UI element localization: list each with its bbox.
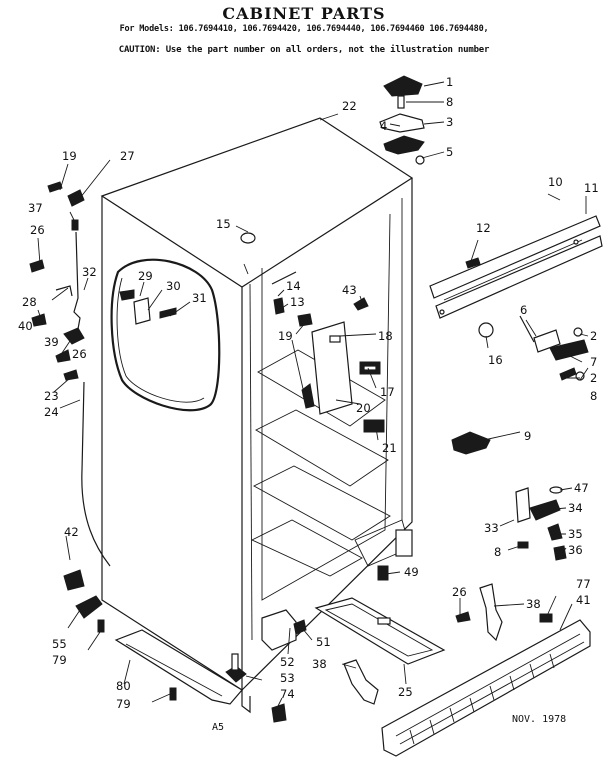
callout-29: 29: [138, 269, 153, 283]
callout-8b: 8: [590, 389, 597, 403]
print-date: NOV. 1978: [512, 714, 566, 725]
callout-26: 26: [30, 223, 45, 237]
callout-4: 4: [380, 119, 387, 133]
caution-note: CAUTION: Use the part number on all orde…: [118, 45, 490, 55]
right-hinge-parts: [478, 315, 589, 381]
callout-74: 74: [280, 687, 295, 701]
drain-fitting: [451, 431, 491, 455]
top-hinge-assembly: [379, 75, 425, 165]
callout-79b: 79: [116, 697, 131, 711]
lower-hinge-parts: [515, 486, 567, 561]
callout-41: 41: [576, 593, 591, 607]
callout-6: 6: [520, 303, 527, 317]
page-code: A5: [212, 722, 224, 733]
callout-18: 18: [378, 329, 393, 343]
callout-55: 55: [52, 637, 67, 651]
callout-37: 37: [28, 201, 43, 215]
callout-38: 38: [526, 597, 541, 611]
callout-14: 14: [286, 279, 301, 293]
callout-26b: 26: [72, 347, 87, 361]
callout-49: 49: [404, 565, 419, 579]
callout-51: 51: [316, 635, 331, 649]
bottom-right-parts: [381, 583, 591, 757]
drain-tube: [73, 231, 111, 567]
callout-31: 31: [192, 291, 207, 305]
callout-19b: 19: [278, 329, 293, 343]
callout-11: 11: [584, 181, 599, 195]
callout-35: 35: [568, 527, 583, 541]
callout-9: 9: [524, 429, 531, 443]
callout-36: 36: [568, 543, 583, 557]
callout-16: 16: [488, 353, 503, 367]
callout-27: 27: [120, 149, 135, 163]
callout-52: 52: [280, 655, 295, 669]
callout-33: 33: [484, 521, 499, 535]
callout-79: 79: [52, 653, 67, 667]
callout-40: 40: [18, 319, 33, 333]
callout-labels: 1 8 3 4 5 22 19 27 37 26 32 28 29 30 31 …: [18, 75, 599, 733]
callout-21: 21: [382, 441, 397, 455]
callout-77: 77: [576, 577, 591, 591]
callout-32: 32: [82, 265, 97, 279]
bottom-left-parts: [63, 569, 247, 705]
callout-12: 12: [476, 221, 491, 235]
callout-39: 39: [44, 335, 59, 349]
liner-gasket: [110, 258, 221, 412]
callout-43: 43: [342, 283, 357, 297]
callout-7: 7: [590, 355, 597, 369]
callout-17: 17: [380, 385, 395, 399]
callout-13: 13: [290, 295, 305, 309]
callout-1: 1: [446, 75, 453, 89]
page-title: CABINET PARTS: [222, 4, 386, 23]
callout-2: 2: [590, 329, 597, 343]
callout-5: 5: [446, 145, 453, 159]
callout-2b: 2: [590, 371, 597, 385]
callout-19: 19: [62, 149, 77, 163]
callout-53: 53: [280, 671, 295, 685]
door-rail-assembly: [429, 215, 603, 319]
callout-42: 42: [64, 525, 79, 539]
callout-26c: 26: [452, 585, 467, 599]
callout-22: 22: [342, 99, 357, 113]
callout-47: 47: [574, 481, 589, 495]
model-list: For Models: 106.7694410, 106.7694420, 10…: [119, 24, 489, 34]
callout-8: 8: [446, 95, 453, 109]
callout-28: 28: [22, 295, 37, 309]
callout-20: 20: [356, 401, 371, 415]
left-parts: [29, 181, 177, 381]
bottom-middle-parts: [261, 529, 446, 723]
callout-23: 23: [44, 389, 59, 403]
callout-15: 15: [216, 217, 231, 231]
leader-lines: [37, 81, 589, 707]
callout-3: 3: [446, 115, 453, 129]
callout-24: 24: [44, 405, 59, 419]
callout-38b: 38: [312, 657, 327, 671]
callout-30: 30: [166, 279, 181, 293]
callout-25: 25: [398, 685, 413, 699]
callout-34: 34: [568, 501, 583, 515]
callout-80: 80: [116, 679, 131, 693]
callout-10: 10: [548, 175, 563, 189]
callout-8c: 8: [494, 545, 501, 559]
